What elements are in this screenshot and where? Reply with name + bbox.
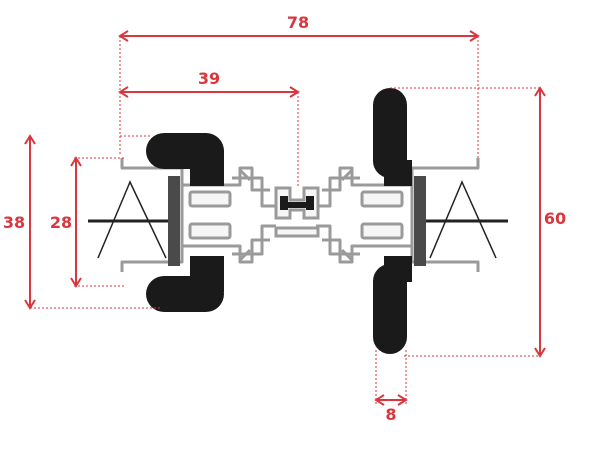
left-inner-height-label: 28 bbox=[50, 213, 72, 232]
dimension-guides bbox=[30, 36, 540, 404]
sash-width-label: 39 bbox=[198, 69, 220, 88]
dimension-lines bbox=[24, 30, 546, 406]
right-frame-profile bbox=[316, 158, 480, 272]
right-top-gasket bbox=[373, 88, 407, 178]
left-height-label: 38 bbox=[3, 213, 25, 232]
overall-width-label: 78 bbox=[287, 13, 309, 32]
gasket-width-label: 8 bbox=[385, 405, 396, 424]
right-glazing bbox=[414, 176, 508, 266]
right-height-label: 60 bbox=[544, 209, 566, 228]
right-bottom-gasket bbox=[373, 264, 407, 354]
gaskets bbox=[146, 88, 412, 354]
central-thermal-break bbox=[274, 186, 320, 238]
left-sash-profile bbox=[120, 158, 276, 272]
left-glazing bbox=[88, 176, 180, 266]
